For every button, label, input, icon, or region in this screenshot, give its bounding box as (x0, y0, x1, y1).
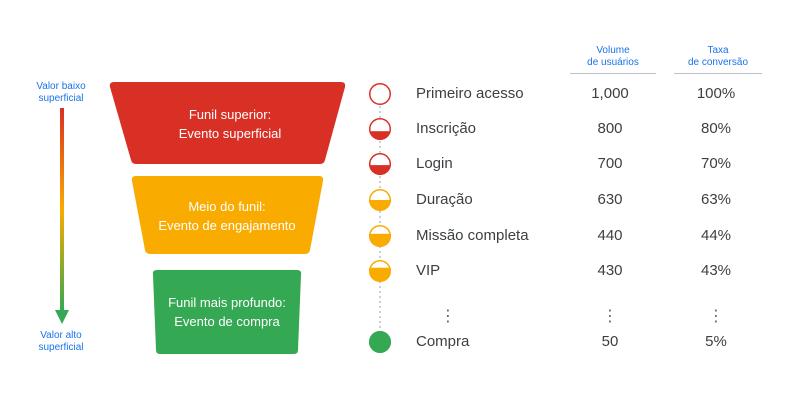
rate-column-header: Taxa de conversão (674, 45, 762, 74)
step-indicator-1 (369, 83, 391, 105)
step-indicator-fill (369, 267, 391, 282)
step-volume-5: 440 (597, 227, 623, 244)
step-indicator-ring (369, 225, 391, 247)
step-indicator-5 (369, 225, 391, 247)
funnel-top-line2: Evento superficial (178, 126, 282, 141)
step-indicator-bg (369, 83, 391, 105)
step-rate-1: 100% (696, 85, 736, 102)
step-name-1: Primeiro acesso (416, 85, 524, 102)
funnel-bottom-line1: Funil mais profundo: (168, 295, 286, 310)
step-indicator-ring (369, 260, 391, 282)
step-volume-2: 800 (597, 120, 623, 137)
volume-column-header: Volume de usuários (570, 45, 656, 74)
funnel-top-shape (109, 82, 346, 164)
rate-header-line1: Taxa (707, 45, 729, 56)
step-name-3: Login (416, 155, 453, 172)
step-volume-1: 1,000 (591, 85, 629, 102)
step-indicator-ring (369, 331, 391, 353)
axis-top-label: Valor baixo superficial (26, 81, 96, 105)
step-rate-3: 70% (700, 155, 732, 172)
axis-top-label-line1: Valor baixo (36, 81, 86, 92)
step-indicator-3 (369, 153, 391, 175)
step-indicator-fill (369, 200, 391, 211)
step-volume-4: 630 (597, 191, 623, 208)
step-indicator-6 (369, 260, 391, 282)
step-volume-7: 50 (601, 333, 619, 350)
axis-bottom-label-line2: superficial (38, 342, 84, 353)
funnel-top-line1: Funil superior: (188, 107, 272, 122)
funnel-middle-label: Meio do funil: Evento de engajamento (127, 190, 327, 242)
step-name-6: VIP (416, 262, 441, 279)
step-rate-4: 63% (700, 191, 732, 208)
funnel-middle-line1: Meio do funil: (188, 199, 266, 214)
step-indicator-fill (369, 131, 391, 140)
value-arrow (55, 108, 69, 324)
step-indicators (369, 83, 391, 353)
ellipsis-rate: ⋮ (708, 308, 724, 325)
step-indicator-fill (369, 165, 391, 175)
rate-header-line2: de conversão (687, 57, 749, 68)
step-rate-6: 43% (700, 262, 732, 279)
axis-bottom-label: Valor alto superficial (26, 330, 96, 354)
step-rate-7: 5% (705, 333, 727, 350)
volume-header-line1: Volume (596, 45, 630, 56)
step-indicator-fill (369, 331, 391, 353)
step-name-5: Missão completa (416, 227, 529, 244)
funnel-bottom-shape (152, 270, 302, 354)
funnel-middle-line2: Evento de engajamento (158, 218, 296, 233)
step-indicator-7 (369, 331, 391, 353)
funnel-bottom-label: Funil mais profundo: Evento de compra (127, 286, 327, 338)
axis-top-label-line2: superficial (38, 93, 84, 104)
step-name-4: Duração (416, 191, 473, 208)
step-indicator-fill (369, 233, 391, 247)
step-volume-3: 700 (597, 155, 623, 172)
step-volume-6: 430 (597, 262, 623, 279)
ellipsis-name: ⋮ (440, 308, 456, 325)
step-indicator-ring (369, 83, 391, 105)
step-name-2: Inscrição (416, 120, 477, 137)
step-indicator-ring (369, 153, 391, 175)
step-rate-5: 44% (700, 227, 732, 244)
ellipsis-volume: ⋮ (602, 308, 618, 325)
step-indicator-ring (369, 118, 391, 140)
funnel-bottom-line2: Evento de compra (174, 314, 280, 329)
step-rate-2: 80% (700, 120, 732, 137)
volume-header-line2: de usuários (587, 57, 639, 68)
axis-bottom-label-line1: Valor alto (40, 330, 82, 341)
step-indicator-2 (369, 118, 391, 140)
funnel-top-label: Funil superior: Evento superficial (130, 98, 330, 150)
step-name-7: Compra (416, 333, 470, 350)
step-indicator-ring (369, 189, 391, 211)
funnel-middle-shape (131, 176, 324, 254)
step-indicator-4 (369, 189, 391, 211)
